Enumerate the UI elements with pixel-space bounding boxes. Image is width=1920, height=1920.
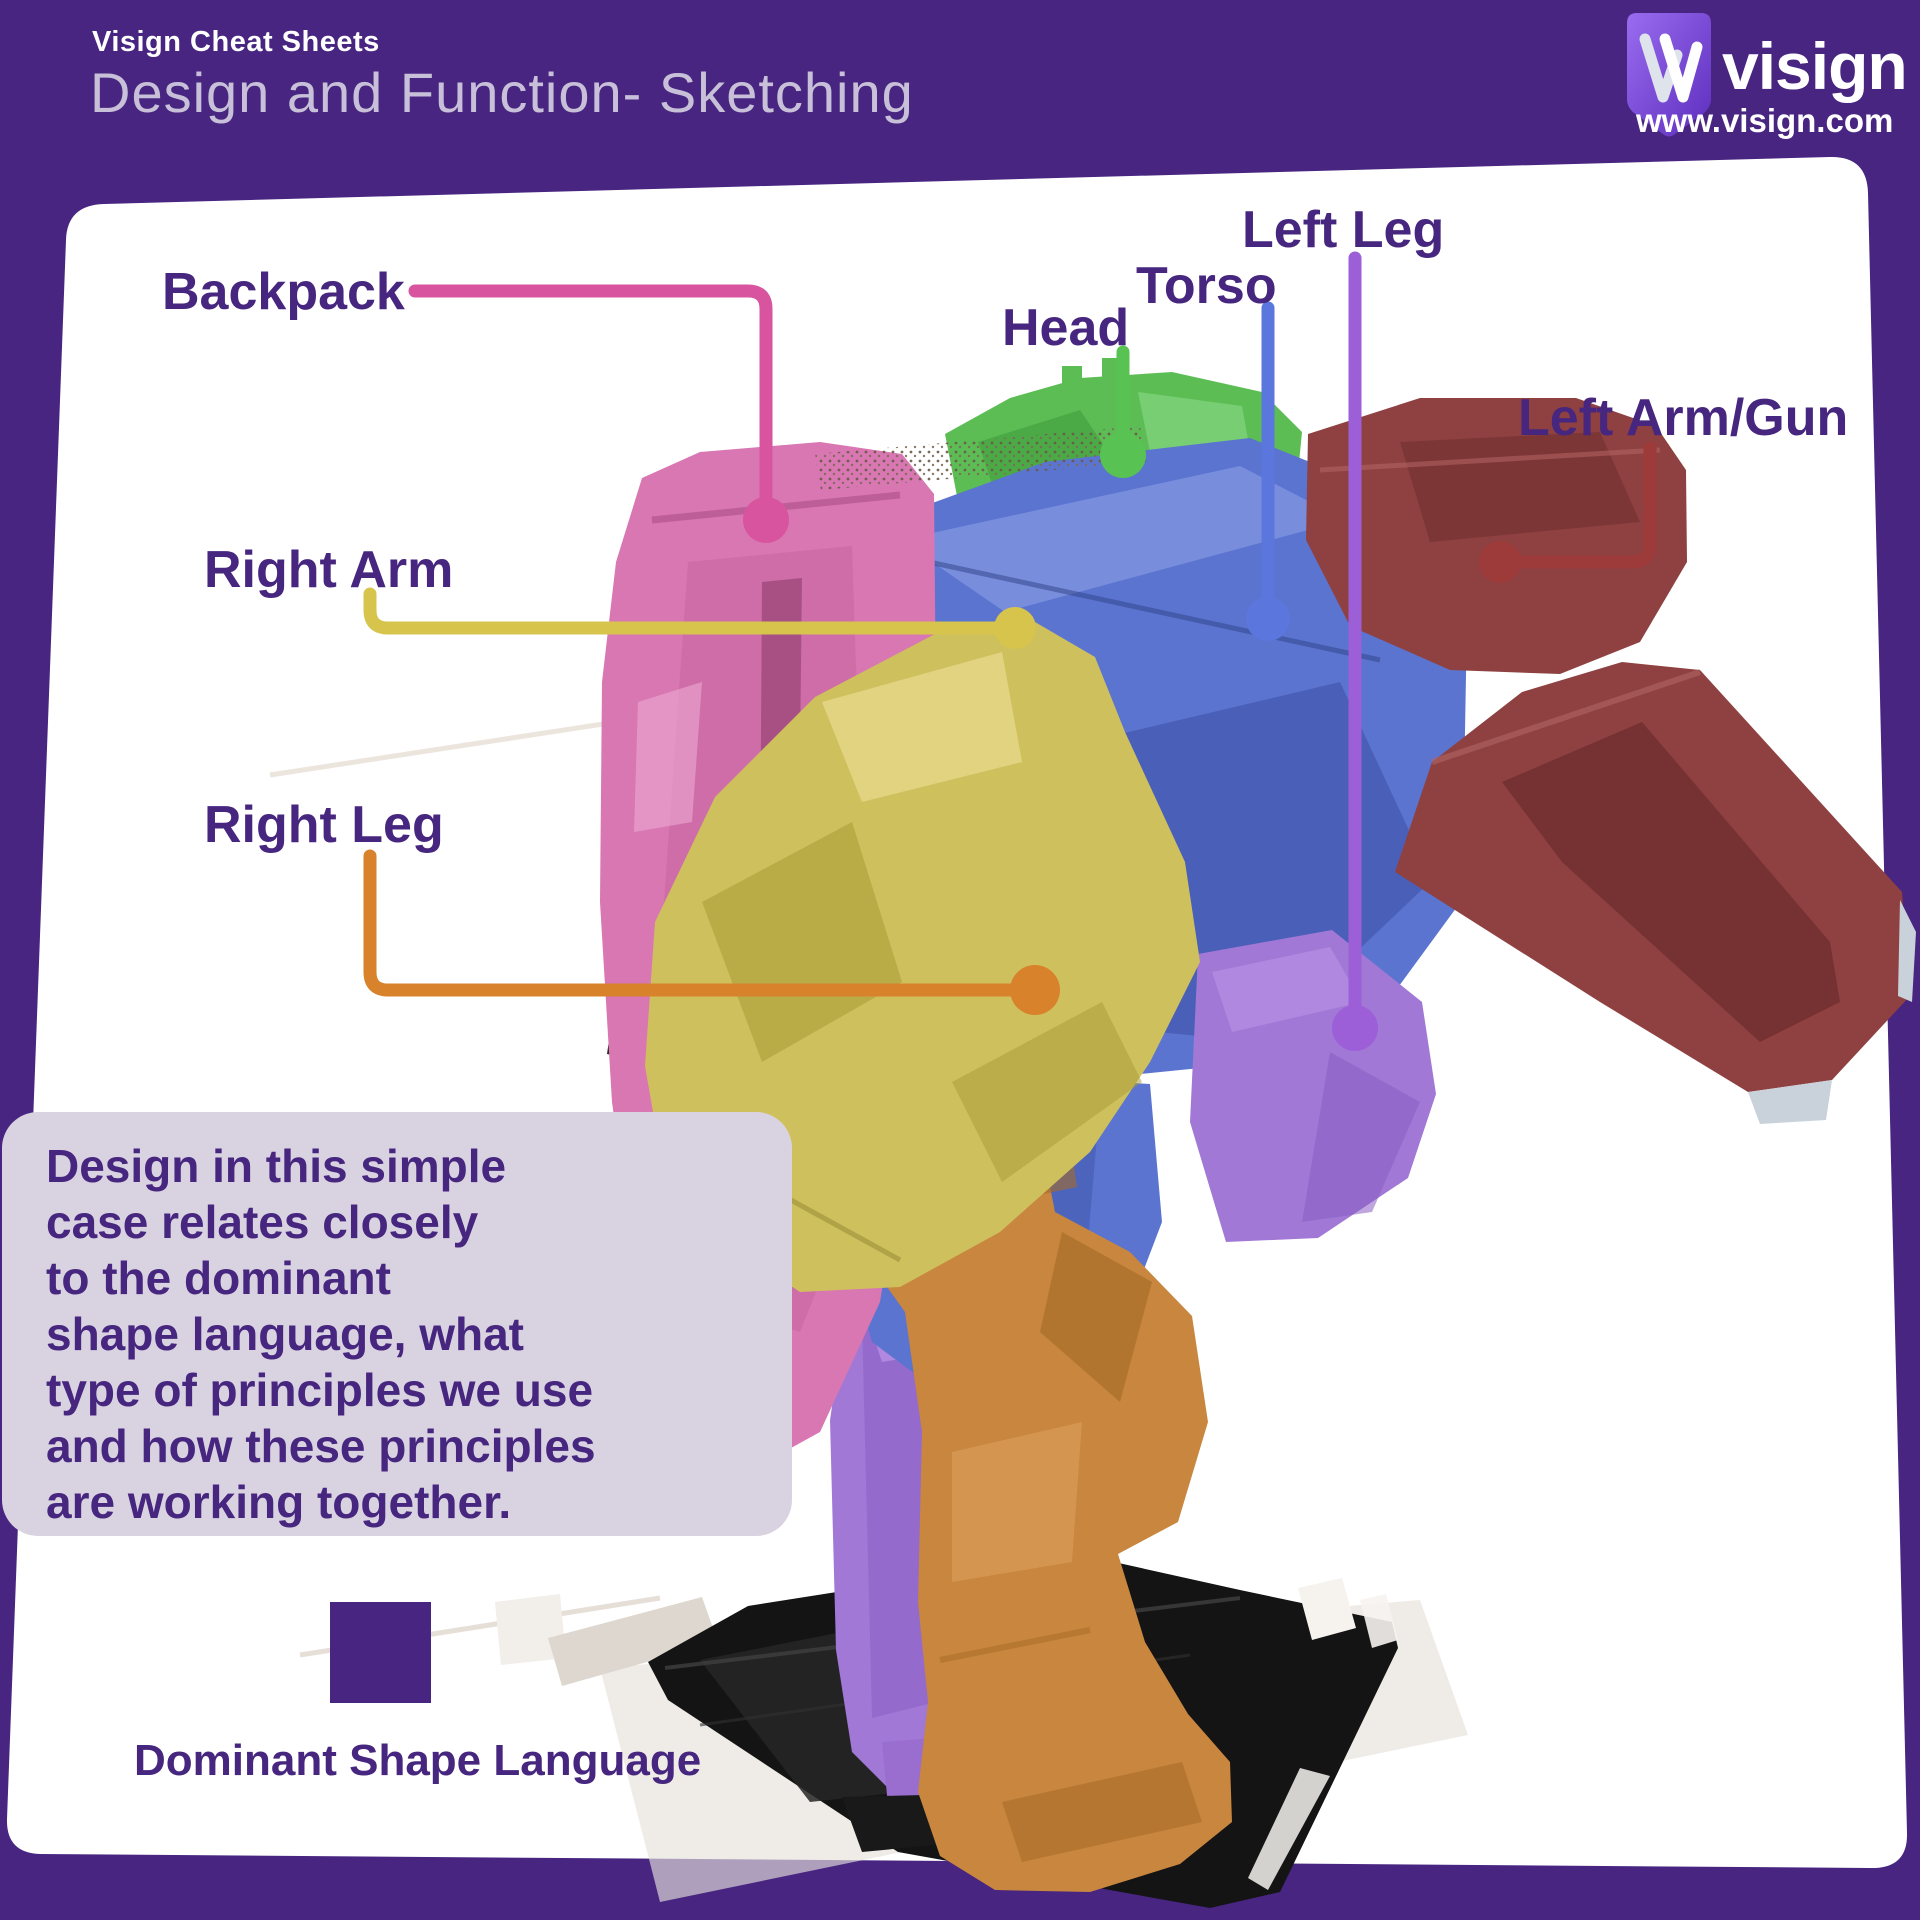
- stipple-texture: [815, 426, 1146, 490]
- right-arm-callout-line: [363, 587, 1022, 635]
- header-eyebrow: Visign Cheat Sheets: [92, 26, 380, 58]
- backpack-callout-line: [408, 284, 773, 527]
- page-title: Design and Function- Sketching: [90, 61, 914, 124]
- brand-name: visign: [1722, 29, 1908, 103]
- backpack-dot: [743, 497, 789, 543]
- label-backpack: Backpack: [162, 263, 405, 321]
- label-head: Head: [1002, 299, 1130, 357]
- visign-logo: [1627, 13, 1711, 137]
- left-arm-gun-dot: [1479, 541, 1521, 583]
- label-torso: Torso: [1136, 257, 1277, 315]
- note-line: shape language, what: [46, 1308, 524, 1360]
- note-line: case relates closely: [46, 1196, 479, 1248]
- left-leg-thigh: [1190, 930, 1436, 1242]
- callout-dots: [743, 432, 1521, 1051]
- right-leg-dot: [1010, 965, 1060, 1015]
- callout-lines: [363, 251, 1657, 1035]
- right-leg-callout-line: [363, 849, 1042, 997]
- legend-caption: Dominant Shape Language: [134, 1736, 702, 1785]
- right-arm-dot: [994, 607, 1036, 649]
- left-arm-gun-callout-line: [1493, 441, 1657, 569]
- label-right-arm: Right Arm: [204, 541, 454, 599]
- note-line: Design in this simple: [46, 1140, 507, 1192]
- note-line: type of principles we use: [46, 1364, 594, 1416]
- label-left-arm-gun: Left Arm/Gun: [1518, 389, 1849, 447]
- note-box: Design in this simple case relates close…: [2, 1112, 792, 1536]
- left-arm-gun-part: [1306, 398, 1916, 1124]
- note-line: to the dominant: [46, 1252, 391, 1304]
- label-left-leg: Left Leg: [1242, 201, 1445, 259]
- head-dot: [1100, 432, 1146, 478]
- legend-swatch: [330, 1602, 431, 1703]
- note-line: and how these principles: [46, 1420, 596, 1472]
- label-right-leg: Right Leg: [204, 796, 444, 854]
- note-line: are working together.: [46, 1476, 512, 1528]
- left-leg-dot: [1332, 1005, 1378, 1051]
- torso-dot: [1246, 597, 1290, 641]
- brand-url: www.visign.com: [1636, 102, 1894, 139]
